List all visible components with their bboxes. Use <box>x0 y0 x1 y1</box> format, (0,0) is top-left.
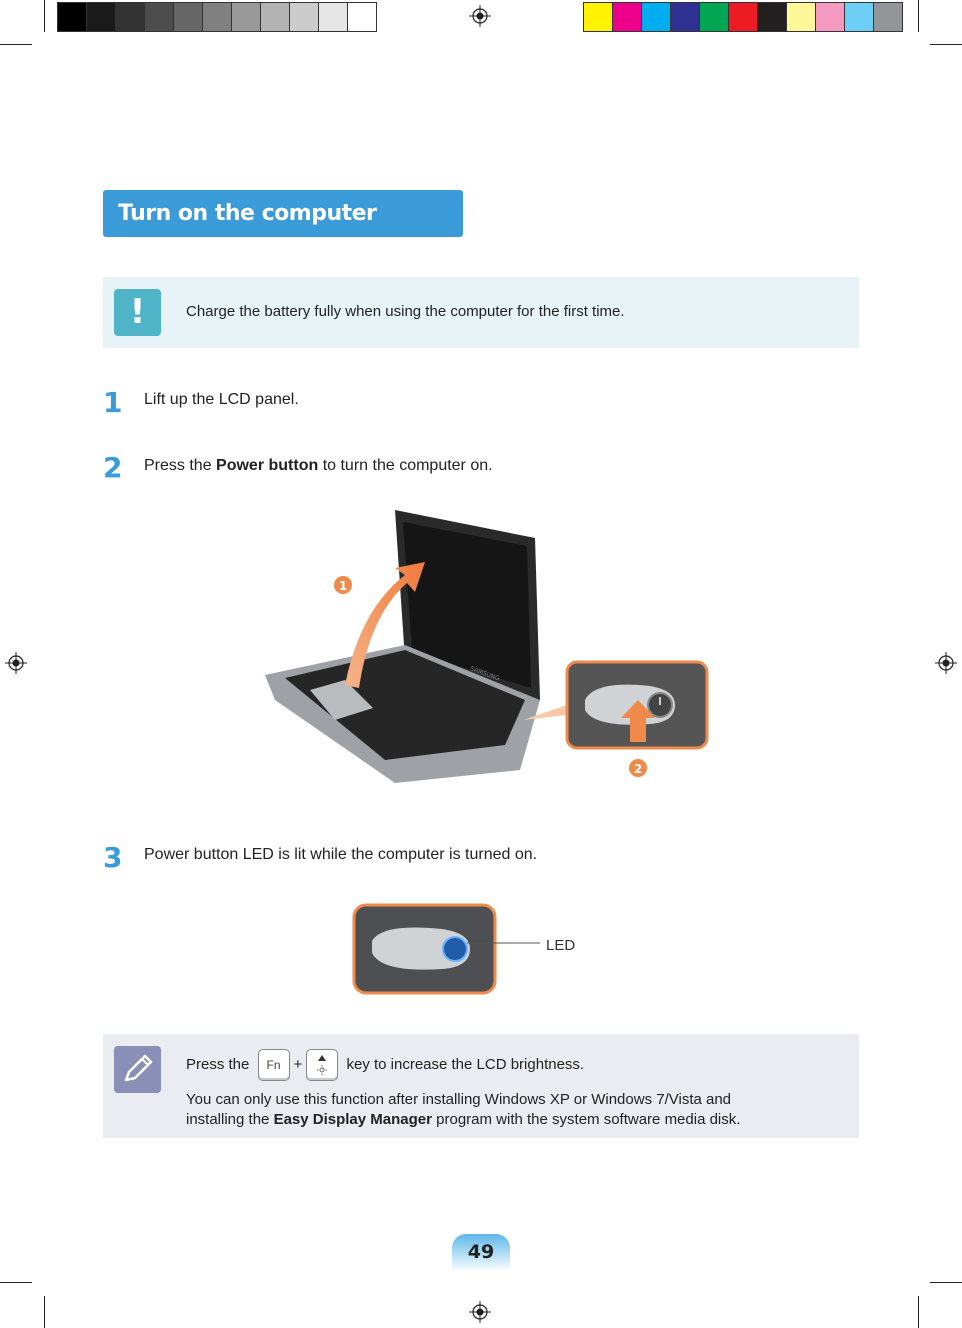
calibration-swatch <box>319 3 348 31</box>
calibration-swatch <box>700 3 729 31</box>
note-line-2: You can only use this function after ins… <box>186 1091 732 1108</box>
page-number: 49 <box>452 1234 510 1272</box>
pencil-icon <box>114 1046 161 1093</box>
calibration-swatch <box>145 3 174 31</box>
led-illustration <box>352 903 540 995</box>
registration-mark-icon <box>469 1301 491 1323</box>
callout-1-number: 1 <box>339 579 347 593</box>
calibration-swatch <box>758 3 787 31</box>
step-text: Power button LED is lit while the comput… <box>144 846 538 863</box>
step-number: 3 <box>103 841 123 874</box>
zoom-connector <box>523 705 567 720</box>
calibration-swatch <box>174 3 203 31</box>
led-power-icon <box>442 936 468 962</box>
laptop-keyboard <box>285 650 525 760</box>
calibration-swatch <box>348 3 376 31</box>
step-text: Lift up the LCD panel. <box>144 391 299 408</box>
step-text-part: to turn the computer on. <box>318 457 493 474</box>
note-line-3: installing the Easy Display Manager prog… <box>186 1110 740 1130</box>
calibration-swatch <box>261 3 290 31</box>
color-calibration-bar <box>583 2 903 32</box>
callout-2-badge <box>629 759 647 777</box>
laptop-screen <box>403 522 531 688</box>
calibration-swatch <box>642 3 671 31</box>
registration-mark-icon <box>5 652 27 674</box>
lift-arrow-icon <box>345 562 425 688</box>
note-line-1: Press the Fn+ key to increase the LCD br… <box>186 1049 584 1081</box>
push-arrow-icon <box>621 700 655 742</box>
calibration-swatch <box>87 3 116 31</box>
crop-mark <box>0 1282 32 1283</box>
power-button <box>372 927 470 970</box>
calibration-swatch <box>787 3 816 31</box>
section-title: Turn on the computer <box>103 190 463 237</box>
crop-mark <box>44 0 45 32</box>
calibration-swatch <box>874 3 902 31</box>
led-label: LED <box>546 937 576 954</box>
easy-display-manager-label: Easy Display Manager <box>273 1111 432 1128</box>
crop-mark <box>44 1296 45 1328</box>
note-text: Press the <box>186 1055 254 1073</box>
note-text: key to increase the LCD brightness. <box>342 1055 585 1073</box>
crop-mark <box>918 0 919 32</box>
calibration-swatch <box>58 3 87 31</box>
step-text-part: Press the <box>144 457 217 474</box>
brightness-up-key-icon <box>306 1049 339 1081</box>
calibration-swatch <box>232 3 261 31</box>
caution-box <box>103 277 859 348</box>
exclamation-icon: ! <box>114 289 161 336</box>
calibration-swatch <box>203 3 232 31</box>
laptop-touchpad <box>310 680 373 720</box>
crop-mark <box>930 44 962 45</box>
laptop-illustration: SAMSUNG 1 2 <box>265 510 709 783</box>
calibration-swatch <box>816 3 845 31</box>
crop-mark <box>930 1282 962 1283</box>
calibration-swatch <box>116 3 145 31</box>
calibration-swatch <box>584 3 613 31</box>
registration-mark-icon <box>935 652 957 674</box>
step-number: 2 <box>103 451 123 484</box>
step-number: 1 <box>103 386 123 419</box>
calibration-swatch <box>290 3 319 31</box>
note-text: program with the system software media d… <box>431 1111 741 1128</box>
crop-mark <box>918 1296 919 1328</box>
note-box <box>103 1034 859 1138</box>
caution-text: Charge the battery fully when using the … <box>186 303 625 320</box>
callout-1-badge <box>334 576 352 594</box>
calibration-swatch <box>729 3 758 31</box>
power-button-label: Power button <box>216 457 319 474</box>
calibration-swatch <box>671 3 700 31</box>
registration-mark-icon <box>469 5 491 27</box>
plus-sign: + <box>293 1055 303 1073</box>
step-text: Press the Power button to turn the compu… <box>144 456 493 476</box>
fn-key: Fn <box>257 1049 290 1081</box>
note-text: installing the <box>186 1111 274 1128</box>
calibration-swatch <box>613 3 642 31</box>
gray-calibration-bar <box>57 2 377 32</box>
calibration-swatch <box>845 3 874 31</box>
crop-mark <box>0 44 32 45</box>
callout-2-number: 2 <box>634 762 642 776</box>
